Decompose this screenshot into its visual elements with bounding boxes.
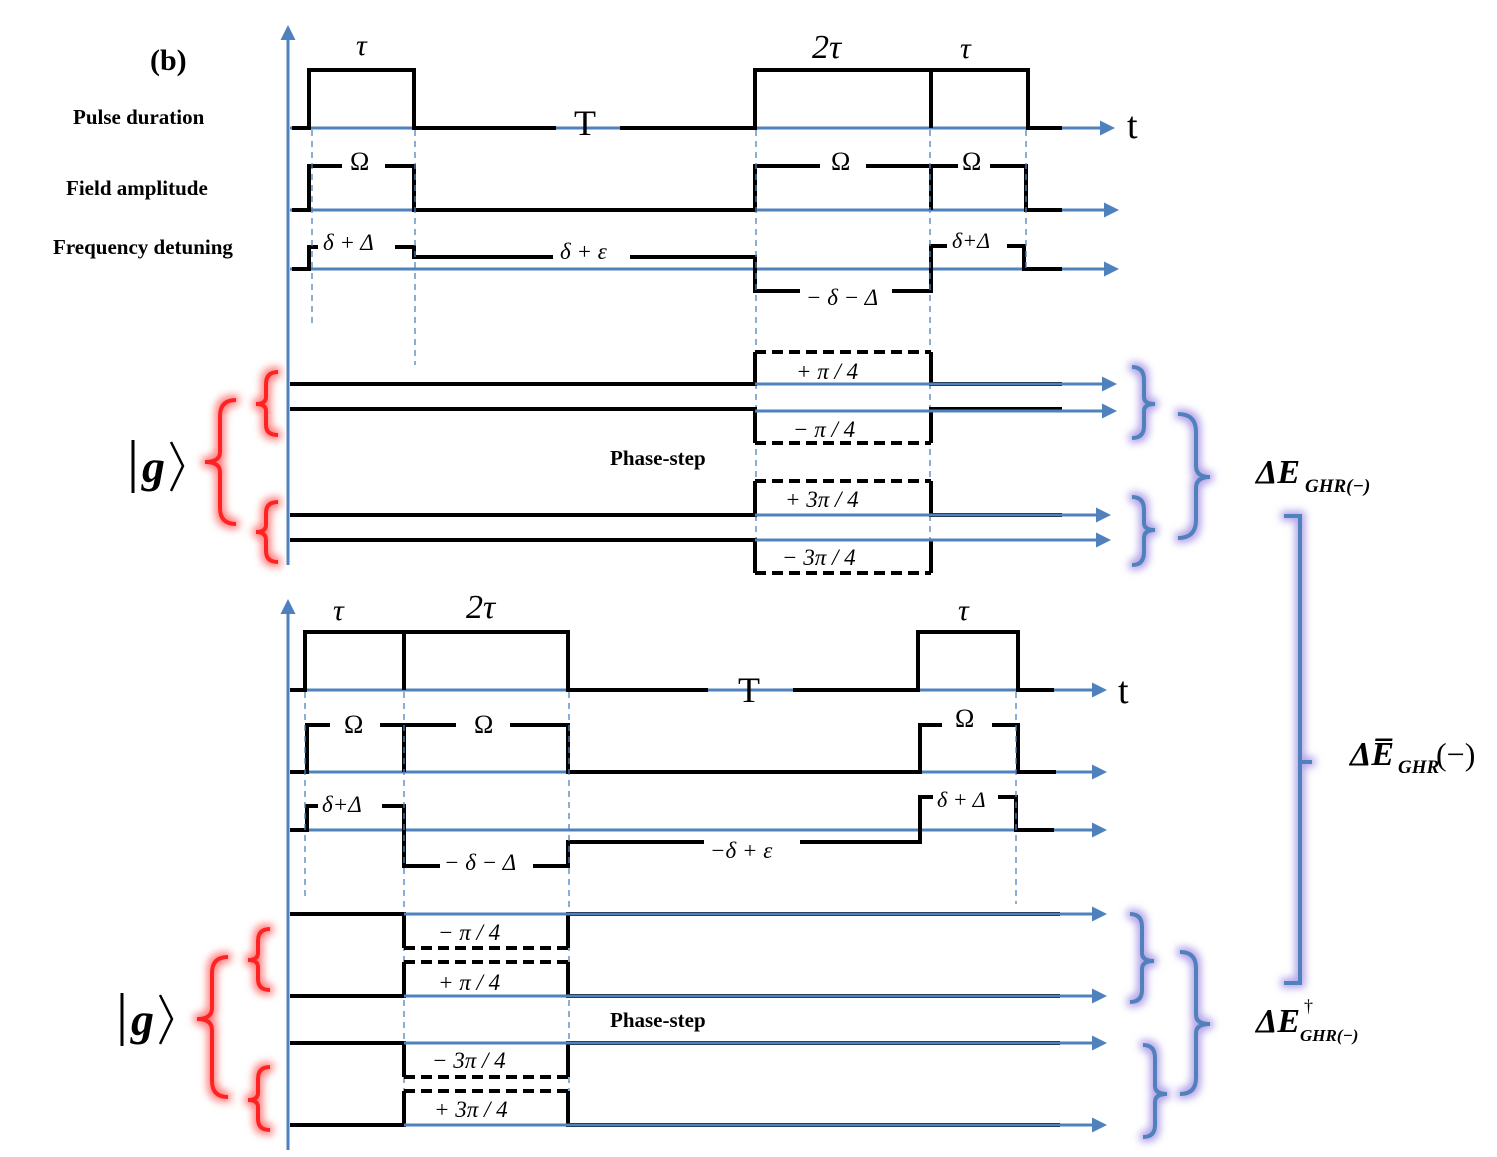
row-label-pulse-duration: Pulse duration — [73, 105, 205, 129]
top-phase-line-3 — [290, 481, 1062, 517]
combined-result-label: ΔE̅ GHR (−) — [1348, 736, 1475, 778]
bottom-blue-brace-outer — [1179, 950, 1211, 1096]
bottom-free-evolution-T: T — [738, 670, 760, 710]
bottom-phase-line-1 — [290, 912, 1060, 948]
bottom-two-tau: 2τ — [466, 589, 497, 626]
bottom-phase-step-label: Phase-step — [610, 1008, 706, 1032]
combined-bracket — [1284, 514, 1312, 985]
bottom-tau-1: τ — [333, 594, 345, 627]
bottom-detuning-mid: − δ − Δ — [444, 850, 516, 875]
top-detuning-end: δ+Δ — [952, 228, 990, 253]
top-red-brace-inner-1 — [255, 370, 279, 437]
top-phase-line-2 — [290, 407, 1062, 443]
top-omega-3: Ω — [962, 147, 981, 176]
top-phase-plus-pi4: + π / 4 — [796, 359, 858, 384]
row-label-field-amplitude: Field amplitude — [66, 176, 208, 200]
svg-text:g: g — [130, 994, 154, 1045]
top-result-label: ΔE GHR(−) — [1254, 454, 1370, 497]
top-field-amplitude-signal — [292, 164, 1062, 212]
bottom-phase-line-2 — [290, 962, 1060, 998]
bottom-tau-2: τ — [958, 594, 970, 627]
bottom-phase-plus-3pi4: + 3π / 4 — [434, 1097, 508, 1122]
top-detuning-free: δ + ε — [560, 239, 608, 264]
top-phase-minus-3pi4: − 3π / 4 — [782, 545, 856, 570]
bottom-phase-plus-pi4: + π / 4 — [438, 970, 500, 995]
svg-text:ΔE̅: ΔE̅ — [1348, 736, 1394, 773]
top-phase-minus-pi4: − π / 4 — [793, 417, 855, 442]
bottom-red-brace-inner-1 — [247, 927, 271, 992]
bottom-omega-3: Ω — [955, 704, 974, 733]
bottom-blue-brace-2 — [1142, 1043, 1168, 1139]
top-blue-brace-1 — [1131, 365, 1156, 440]
svg-text:ΔE: ΔE — [1254, 454, 1300, 491]
top-omega-1: Ω — [350, 147, 369, 176]
row-label-frequency-detuning: Frequency detuning — [53, 235, 233, 259]
top-red-brace-inner-2 — [255, 500, 279, 564]
svg-text:(−): (−) — [1436, 736, 1475, 772]
bottom-phase-line-4 — [290, 1091, 1060, 1127]
top-free-evolution-T: T — [574, 103, 596, 143]
top-tau-2: τ — [960, 32, 972, 65]
bottom-omega-1: Ω — [344, 710, 363, 739]
bottom-detuning-end: δ + Δ — [937, 787, 986, 812]
top-ground-ket: g — [131, 440, 185, 493]
bottom-omega-2: Ω — [474, 710, 493, 739]
svg-text:GHR(−): GHR(−) — [1305, 476, 1370, 497]
svg-text:ΔE: ΔE — [1254, 1003, 1300, 1040]
top-omega-2: Ω — [831, 147, 850, 176]
bottom-red-brace-outer — [196, 955, 229, 1099]
top-blue-brace-outer — [1177, 412, 1211, 540]
bottom-pulse-duration-signal-b — [793, 630, 1054, 692]
top-pulse-duration-signal-b — [620, 68, 1062, 130]
bottom-ground-ket: g — [120, 993, 174, 1046]
top-red-brace-outer — [204, 398, 237, 526]
bottom-blue-brace-1 — [1129, 912, 1155, 1004]
top-detuning-mid: − δ − Δ — [806, 285, 878, 310]
bottom-phase-minus-pi4: − π / 4 — [438, 920, 500, 945]
svg-text:†: † — [1304, 996, 1313, 1016]
svg-text:GHR(−): GHR(−) — [1300, 1026, 1358, 1045]
top-t-label: t — [1127, 105, 1138, 147]
bottom-phase-minus-3pi4: − 3π / 4 — [432, 1048, 506, 1073]
svg-text:g: g — [141, 441, 165, 492]
top-detuning-pulse: δ + Δ — [323, 230, 374, 255]
top-phase-step-label: Phase-step — [610, 446, 706, 470]
bottom-result-label: ΔE † GHR(−) — [1254, 996, 1358, 1045]
top-phase-line-1 — [290, 352, 1062, 386]
panel-label: (b) — [150, 44, 187, 77]
top-two-tau: 2τ — [812, 29, 843, 66]
top-phase-plus-3pi4: + 3π / 4 — [785, 487, 859, 512]
bottom-detuning-free: −δ + ε — [710, 838, 773, 863]
bottom-t-label: t — [1118, 670, 1129, 712]
top-pulse-duration-signal-a — [292, 68, 556, 130]
bottom-red-brace-inner-2 — [247, 1065, 271, 1132]
bottom-pulse-duration-signal-a — [290, 630, 708, 692]
bottom-phase-line-3 — [290, 1041, 1060, 1077]
svg-text:GHR: GHR — [1398, 757, 1439, 778]
top-tau-1: τ — [356, 29, 368, 62]
top-detuning-signal — [292, 244, 1062, 293]
bottom-detuning-pulse: δ+Δ — [322, 792, 362, 817]
top-blue-brace-2 — [1131, 495, 1156, 567]
